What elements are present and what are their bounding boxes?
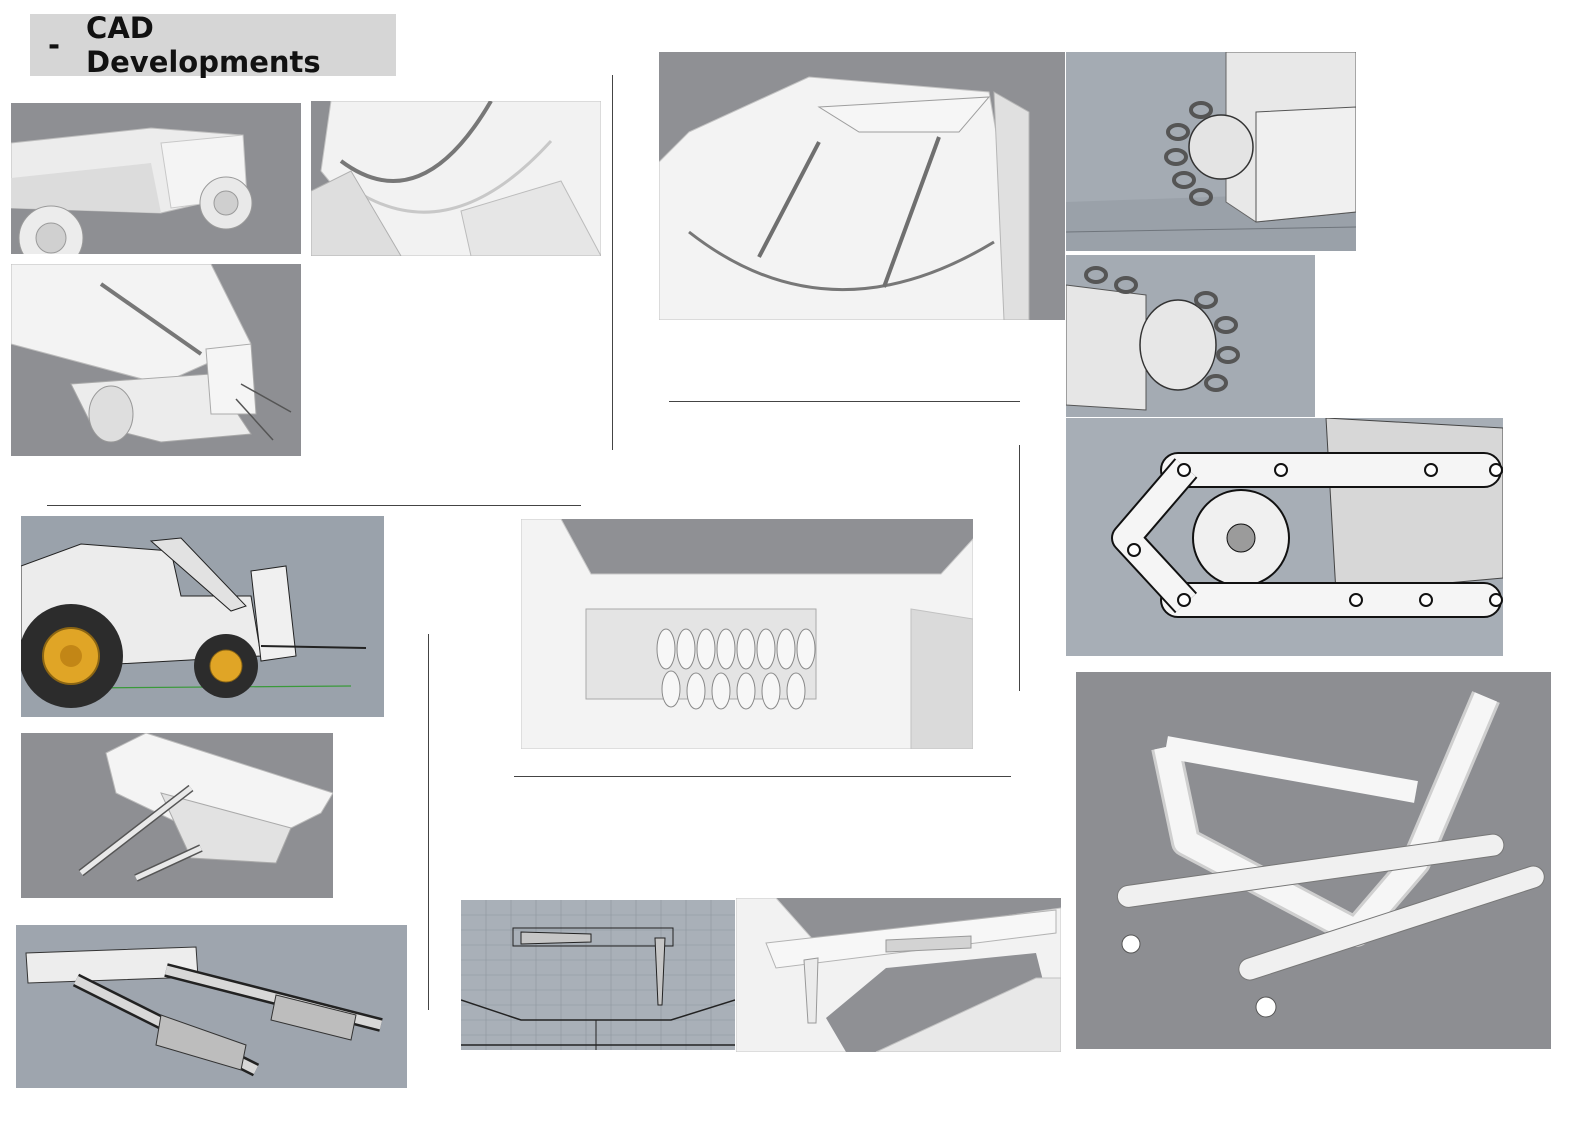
render-hopper-floor-rails <box>659 52 1065 320</box>
divider-vertical-2 <box>1019 445 1020 691</box>
divider-horizontal-2 <box>47 505 581 506</box>
divider-vertical-1 <box>612 75 613 450</box>
title-text: CAD Developments <box>86 11 321 79</box>
render-hopper-interior-angle <box>311 101 601 256</box>
render-v-frame-chain-bed <box>1076 672 1551 1049</box>
divider-horizontal-1 <box>669 401 1020 402</box>
title-dash: - <box>48 28 61 62</box>
render-shredder-rollers <box>521 519 973 749</box>
render-trailer-side-view <box>11 103 301 254</box>
render-tractor-wireframe <box>21 516 384 717</box>
divider-vertical-3 <box>428 634 429 1010</box>
render-chain-drum-closeup <box>1066 255 1315 417</box>
render-hopper-rim-tine <box>736 898 1061 1052</box>
render-chain-sprocket-closeup <box>1066 52 1356 251</box>
render-chain-conveyor-pair <box>16 925 407 1088</box>
render-sprocket-chain-wireframe <box>1066 418 1503 656</box>
section-title: - CAD Developments <box>30 11 396 79</box>
render-trailer-rear-top-view <box>11 264 301 456</box>
divider-horizontal-3 <box>514 776 1011 777</box>
render-feeder-tines <box>21 733 333 898</box>
render-elevation-wireframe <box>461 900 735 1050</box>
